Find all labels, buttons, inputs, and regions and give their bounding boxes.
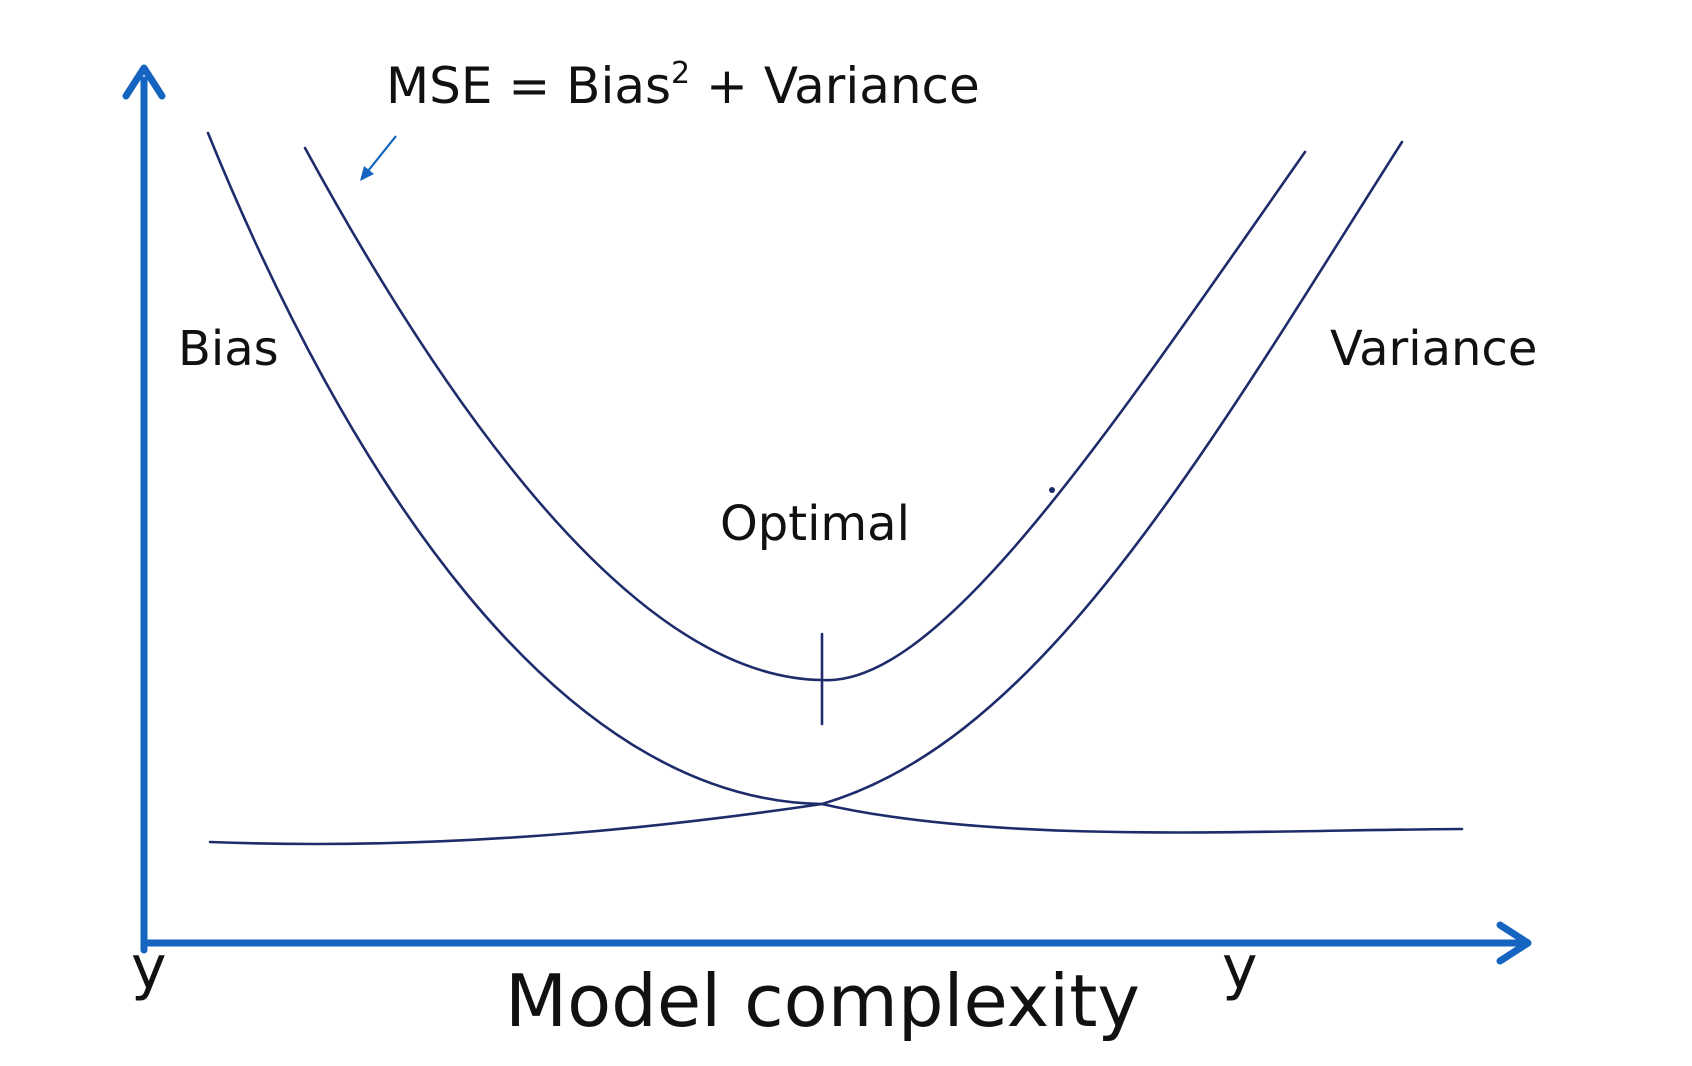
y-right-label: y	[1222, 933, 1258, 1003]
formula-main: MSE = Bias	[386, 57, 671, 115]
axes	[122, 64, 1532, 965]
y-axis-arrowhead	[122, 64, 166, 100]
stray-dot	[1049, 487, 1055, 493]
optimal-label: Optimal	[720, 496, 910, 552]
formula-superscript: 2	[671, 56, 690, 91]
variance-curve	[208, 140, 1404, 846]
curves	[206, 131, 1464, 846]
x-axis-arrowhead	[1496, 921, 1532, 965]
bias-curve	[206, 131, 1464, 834]
mse-curve	[303, 146, 1307, 682]
mse-pointer-arrow	[360, 135, 397, 181]
bias-label: Bias	[178, 321, 279, 377]
x-axis-title: Model complexity	[505, 959, 1140, 1043]
formula-tail: + Variance	[690, 57, 980, 115]
mse-formula-label: MSE = Bias2 + Variance	[386, 56, 980, 115]
y-left-label: y	[131, 933, 167, 1003]
variance-label: Variance	[1330, 321, 1537, 377]
